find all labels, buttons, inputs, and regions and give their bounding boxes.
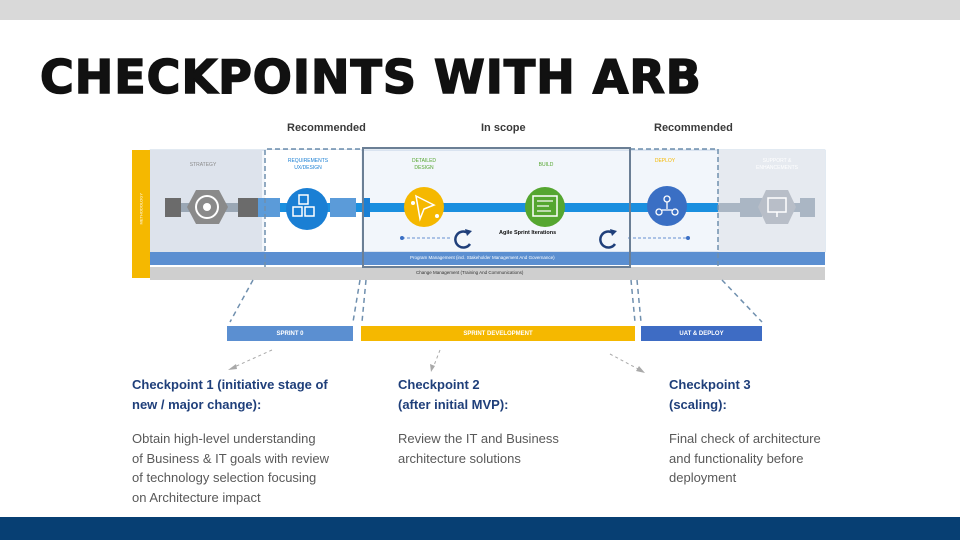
checkpoint-pointer-1 <box>231 349 273 369</box>
guide-line <box>352 279 361 323</box>
methodology-label: METHODOLOGY <box>138 192 144 225</box>
checkpoint-title-line: new / major change): <box>132 397 262 412</box>
checkpoint-pointer-2 <box>432 349 441 369</box>
program-management-text: Program Management (incl. Stakeholder Ma… <box>410 255 555 260</box>
stage-label-line: SUPPORT & <box>762 158 792 164</box>
pointer-arrowhead <box>430 364 435 372</box>
sprint-0-bar: SPRINT 0 <box>227 326 353 341</box>
checkpoint-2-title: Checkpoint 2 (after initial MVP): <box>398 375 628 415</box>
agile-dot-right <box>686 236 690 240</box>
line-cap-left <box>165 198 181 217</box>
support-screen-icon <box>758 190 796 224</box>
checkpoint-2-body: Review the IT and Business architecture … <box>398 429 628 468</box>
stage-label-requirements: REQUIREMENTS UX/DESIGN <box>277 158 339 172</box>
header-recommended-right: Recommended <box>654 122 733 134</box>
checkpoint-1-body: Obtain high-level understanding of Busin… <box>132 429 382 507</box>
checkpoint-3-title: Checkpoint 3 (scaling): <box>669 375 899 415</box>
guide-line <box>636 279 642 323</box>
uat-deploy-bar: UAT & DEPLOY <box>641 326 762 341</box>
checkpoint-title-line: Checkpoint 2 <box>398 377 480 392</box>
change-management-band <box>150 267 825 280</box>
stage-label-line: ENHANCEMENTS <box>756 165 798 171</box>
program-management-band <box>150 252 825 265</box>
change-management-text: Change Management (Training And Communic… <box>416 270 524 275</box>
stage-label-build: BUILD <box>538 162 554 168</box>
methodology-bar <box>132 150 150 278</box>
checkpoint-body-line: of Business & IT goals with review <box>132 450 330 466</box>
stage-label-line: UX/DESIGN <box>294 165 322 171</box>
header-in-scope: In scope <box>481 122 526 134</box>
network-icon <box>647 186 687 226</box>
checkpoint-body-line: deployment <box>669 470 737 485</box>
agile-label: Agile Sprint Iterations <box>499 230 557 236</box>
stage-label-deploy: DEPLOY <box>654 158 676 164</box>
checkpoint-body-line: Review the IT and Business <box>398 431 559 446</box>
pointer-arrowhead <box>228 364 237 370</box>
checkpoint-body-line: architecture solutions <box>398 450 521 466</box>
checkpoint-body-line: Obtain high-level understanding <box>132 431 316 446</box>
checkpoint-body-line: and functionality before <box>669 450 804 466</box>
checkpoint-title-line: Checkpoint 3 <box>669 377 751 392</box>
guide-line <box>229 279 254 323</box>
line-connector-2 <box>258 198 280 217</box>
checkpoint-title-line: (after initial MVP): <box>398 397 509 412</box>
process-line <box>165 203 815 212</box>
page-title: CHECKPOINTS WITH ARB <box>39 49 702 105</box>
stage-label-line: DETAILED <box>411 158 437 164</box>
recommended-right-box <box>630 148 719 267</box>
agile-dot-left <box>400 236 404 240</box>
cycle-arrow-icon <box>599 229 617 249</box>
in-scope-box <box>362 147 631 268</box>
pen-tool-icon <box>404 187 444 227</box>
checkpoint-body-line: Final check of architecture <box>669 431 821 446</box>
stage-label-line: DESIGN <box>414 165 434 171</box>
checkpoint-body-line: of technology selection focusing <box>132 470 317 485</box>
line-connector-5 <box>740 198 762 217</box>
line-connector-3 <box>330 198 356 217</box>
header-recommended-left: Recommended <box>287 122 366 134</box>
cubes-icon <box>286 188 328 230</box>
stage-label-detailed-design: DETAILED DESIGN <box>404 158 444 172</box>
checkpoint-3-body: Final check of architecture and function… <box>669 429 899 488</box>
stage-label-line: REQUIREMENTS <box>287 158 329 164</box>
checkpoint-title-line: Checkpoint 1 (initiative stage of <box>132 377 328 392</box>
checkpoint-pointer-3 <box>609 353 641 371</box>
guide-line <box>361 279 367 323</box>
line-connector-1 <box>238 198 260 217</box>
stage-label-strategy: STRATEGY <box>189 162 217 168</box>
checkpoint-title-line: (scaling): <box>669 397 727 412</box>
sprint-development-bar: SPRINT DEVELOPMENT <box>361 326 635 341</box>
checkpoint-1-title: Checkpoint 1 (initiative stage of new / … <box>132 375 382 415</box>
cycle-arrow-icon <box>454 229 472 249</box>
guide-line <box>721 279 763 323</box>
pointer-arrowhead <box>636 366 645 373</box>
eye-gear-icon <box>187 190 228 224</box>
code-screen-icon <box>525 187 565 227</box>
line-cap-right <box>800 198 815 217</box>
line-connector-4 <box>362 198 370 217</box>
guide-line <box>630 279 636 323</box>
stage-label-support: SUPPORT & ENHANCEMENTS <box>748 158 806 172</box>
top-bar <box>0 0 960 20</box>
footer-bar <box>0 517 960 540</box>
checkpoint-body-line: on Architecture impact <box>132 489 261 505</box>
